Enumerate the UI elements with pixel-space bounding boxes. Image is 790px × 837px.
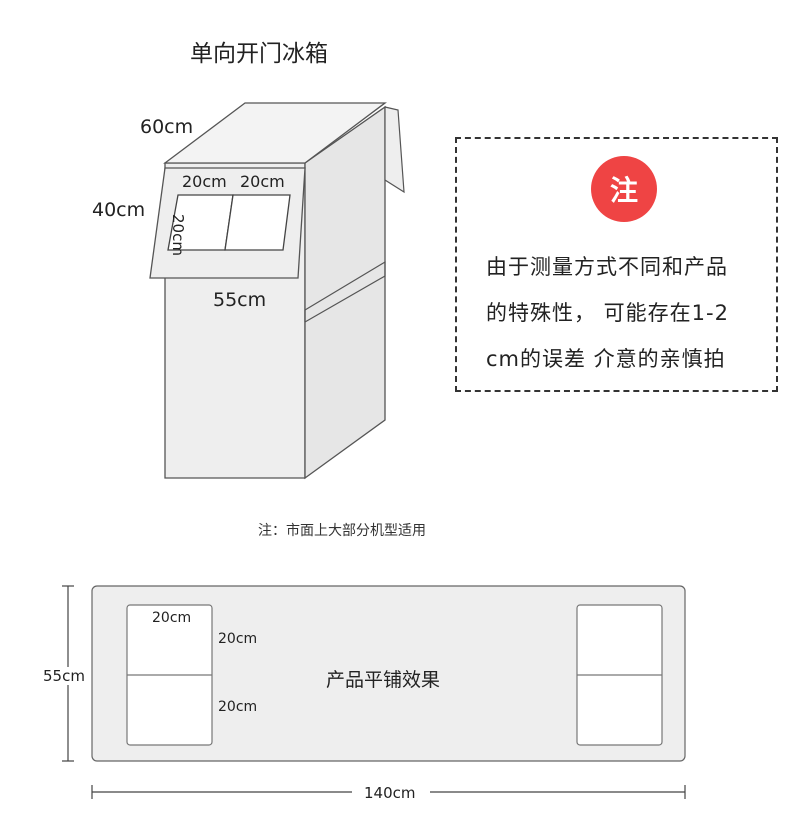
fridge-illustration xyxy=(149,102,405,480)
caption: 注：市面上大部分机型适用 xyxy=(258,523,426,539)
flat-pocket-height-label-2: 20cm xyxy=(218,699,258,715)
note-line-2: 的特殊性， 可能存在1-2 xyxy=(486,301,729,325)
fridge-side-face xyxy=(304,105,386,480)
note-badge: 注 xyxy=(591,156,657,222)
height-label: 40cm xyxy=(92,199,146,221)
flat-height-label: 55cm xyxy=(43,667,85,685)
pocket-width-label-right: 20cm xyxy=(240,172,285,191)
note-line-3: cm的误差 介意的亲慎拍 xyxy=(486,347,726,371)
flat-pocket-width-label: 20cm xyxy=(152,610,192,626)
flat-cover xyxy=(91,585,686,762)
door-seam xyxy=(304,260,386,323)
flat-width-label: 140cm xyxy=(364,784,416,802)
pocket-height-label: 20cm xyxy=(169,214,187,256)
pocket-right xyxy=(224,194,291,251)
fridge-back-flap xyxy=(384,106,405,194)
flat-layout-diagram xyxy=(62,585,686,799)
diagram-title: 单向开门冰箱 xyxy=(190,41,328,67)
flat-title: 产品平铺效果 xyxy=(326,669,441,691)
note-line-1: 由于测量方式不同和产品 xyxy=(486,255,728,279)
depth-label: 60cm xyxy=(140,116,194,138)
fridge-top-face xyxy=(163,102,387,164)
note-box xyxy=(455,137,778,392)
pocket-width-label-left: 20cm xyxy=(182,172,227,191)
flat-pocket-height-label-1: 20cm xyxy=(218,631,258,647)
width-label: 55cm xyxy=(213,289,267,311)
